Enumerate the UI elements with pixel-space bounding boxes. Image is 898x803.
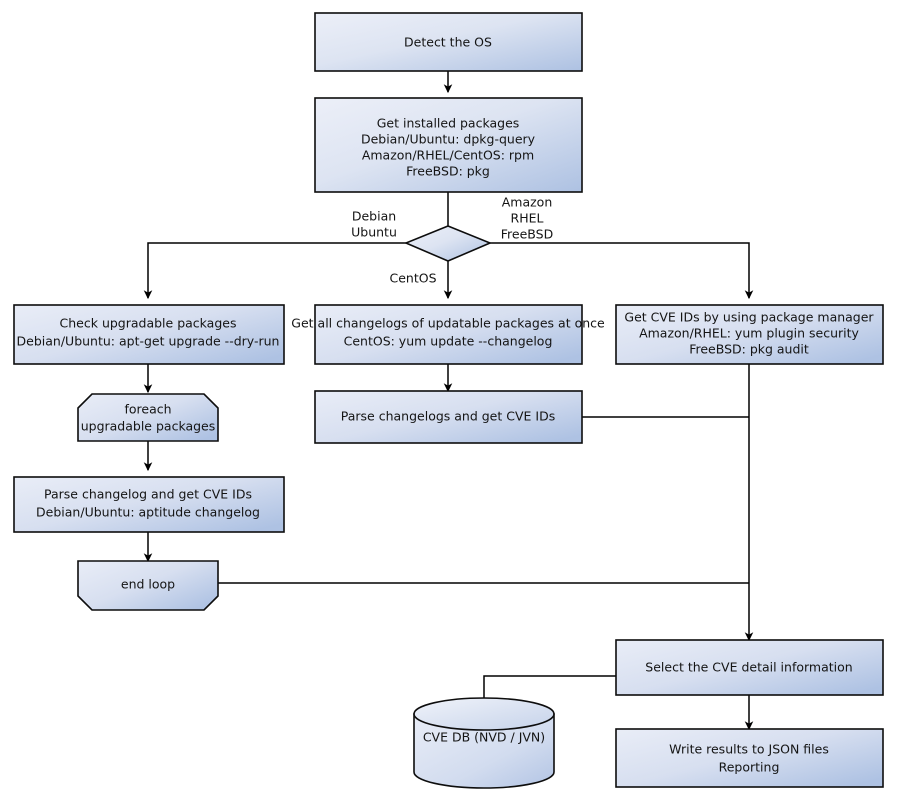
- node-cve-database[interactable]: CVE DB (NVD / JVN): [413, 697, 555, 789]
- get-cve-ids-package-manager-box[interactable]: [615, 304, 884, 365]
- os-decision-diamond[interactable]: [403, 225, 493, 262]
- parse-changelog-cve-ids-box[interactable]: [13, 476, 285, 533]
- get-cve-ids-package-manager-label-0: Get CVE IDs by using package manager: [624, 310, 874, 325]
- write-results-box[interactable]: [615, 728, 884, 788]
- node-parse-changelog-cve-ids[interactable]: Parse changelog and get CVE IDs Debian/U…: [13, 476, 285, 533]
- get-cve-ids-package-manager-label-2: FreeBSD: pkg audit: [689, 342, 809, 357]
- get-cve-ids-package-manager-label-1: Amazon/RHEL: yum plugin security: [639, 326, 859, 341]
- node-detect-os[interactable]: Detect the OS: [314, 12, 583, 72]
- node-check-upgradable-packages[interactable]: Check upgradable packages Debian/Ubuntu:…: [13, 304, 285, 365]
- get-installed-packages-label-3: FreeBSD: pkg: [406, 164, 490, 179]
- get-installed-packages-box[interactable]: [314, 97, 583, 193]
- get-installed-packages-label-2: Amazon/RHEL/CentOS: rpm: [362, 148, 534, 163]
- edge-label-amazon: Amazon RHEL FreeBSD: [501, 195, 553, 242]
- node-get-all-changelogs[interactable]: Get all changelogs of updatable packages…: [291, 304, 605, 365]
- select-cve-detail-box[interactable]: [615, 639, 884, 696]
- connector-layer: [143, 71, 754, 731]
- end-loop-shape[interactable]: [77, 560, 219, 611]
- branch-debian-line-1: Ubuntu: [351, 225, 397, 240]
- parse-changelog-cve-ids-label-1: Debian/Ubuntu: aptitude changelog: [36, 505, 260, 520]
- foreach-loop-start-label-0: foreach: [124, 402, 171, 417]
- write-results-label-1: Reporting: [719, 760, 780, 775]
- branch-amazon-line-1: RHEL: [511, 211, 544, 226]
- node-write-results[interactable]: Write results to JSON files Reporting: [615, 728, 884, 788]
- foreach-loop-start-label-1: upgradable packages: [81, 419, 216, 434]
- node-get-installed-packages[interactable]: Get installed packages Debian/Ubuntu: dp…: [314, 97, 583, 193]
- write-results-label-0: Write results to JSON files: [669, 742, 829, 757]
- branch-amazon-line-0: Amazon: [502, 195, 553, 210]
- cve-database-body[interactable]: [413, 713, 555, 789]
- edge-label-centos: CentOS: [389, 271, 436, 286]
- node-foreach-loop-start[interactable]: foreach upgradable packages: [77, 393, 219, 442]
- select-cve-detail-label-0: Select the CVE detail information: [645, 660, 852, 675]
- parse-changelogs-cve-ids-label-0: Parse changelogs and get CVE IDs: [341, 409, 555, 424]
- node-parse-changelogs-cve-ids[interactable]: Parse changelogs and get CVE IDs: [314, 390, 583, 444]
- detect-os-label-0: Detect the OS: [404, 35, 492, 50]
- node-select-cve-detail[interactable]: Select the CVE detail information: [615, 639, 884, 696]
- get-all-changelogs-label-1: CentOS: yum update --changelog: [344, 334, 553, 349]
- get-all-changelogs-label-0: Get all changelogs of updatable packages…: [291, 316, 605, 331]
- parse-changelogs-cve-ids-box[interactable]: [314, 390, 583, 444]
- detect-os-box[interactable]: [314, 12, 583, 72]
- node-end-loop[interactable]: end loop: [77, 560, 219, 611]
- check-upgradable-packages-box[interactable]: [13, 304, 285, 365]
- foreach-loop-start-shape[interactable]: [77, 393, 219, 442]
- cve-database-label-0: CVE DB (NVD / JVN): [423, 730, 545, 745]
- end-loop-label-0: end loop: [121, 577, 175, 592]
- edge-label-debian: Debian Ubuntu: [351, 209, 397, 240]
- get-installed-packages-label-0: Get installed packages: [377, 116, 520, 131]
- node-os-decision[interactable]: [403, 225, 493, 262]
- branch-debian-line-0: Debian: [352, 209, 396, 224]
- check-upgradable-packages-label-0: Check upgradable packages: [60, 316, 237, 331]
- get-all-changelogs-box[interactable]: [314, 304, 583, 365]
- cve-database-top-cap: [413, 697, 555, 731]
- parse-changelog-cve-ids-label-0: Parse changelog and get CVE IDs: [44, 487, 252, 502]
- branch-amazon-line-2: FreeBSD: [501, 227, 553, 242]
- check-upgradable-packages-label-1: Debian/Ubuntu: apt-get upgrade --dry-run: [17, 334, 280, 349]
- branch-centos-line-0: CentOS: [389, 271, 436, 286]
- get-installed-packages-label-1: Debian/Ubuntu: dpkg-query: [361, 132, 536, 147]
- edge-decision-amazon: [490, 242, 754, 300]
- edge-decision-debian: [143, 242, 406, 300]
- node-get-cve-ids-package-manager[interactable]: Get CVE IDs by using package manager Ama…: [615, 304, 884, 365]
